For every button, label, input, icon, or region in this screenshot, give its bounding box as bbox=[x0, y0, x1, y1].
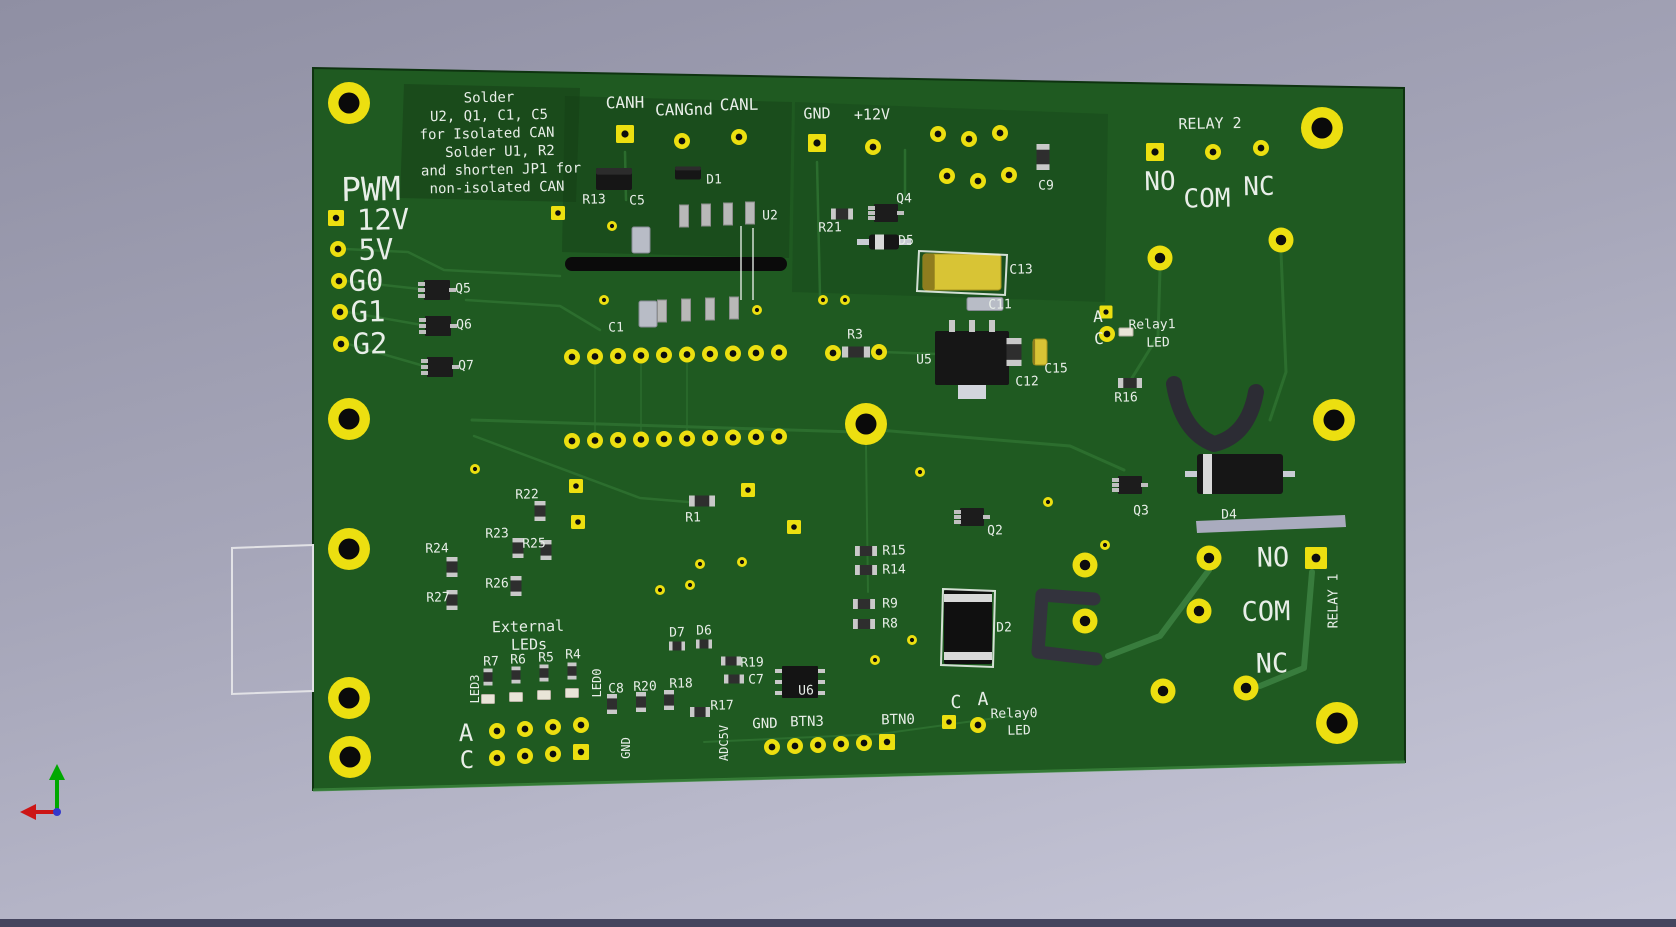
copper-traces bbox=[343, 148, 1315, 743]
component-bodies bbox=[418, 144, 1295, 717]
hardware-shape-1 bbox=[1031, 588, 1103, 666]
copper-zone-0 bbox=[400, 84, 580, 202]
solder-pads bbox=[328, 125, 1327, 766]
axis-indicator bbox=[20, 764, 65, 820]
edge-connector-outline bbox=[231, 543, 314, 696]
y-axis-arrowhead bbox=[49, 764, 65, 780]
x-axis-arrowhead bbox=[20, 804, 36, 820]
isolation-slot bbox=[565, 257, 787, 271]
viewport-bottom-edge bbox=[0, 919, 1676, 927]
board-edge-highlight bbox=[312, 760, 1406, 792]
hardware-shape-0 bbox=[1166, 376, 1264, 452]
silkscreen-outlines bbox=[740, 226, 1009, 669]
hardware-shape-2 bbox=[1196, 515, 1346, 533]
mounting-holes bbox=[328, 82, 1358, 778]
z-axis-origin bbox=[53, 808, 61, 816]
